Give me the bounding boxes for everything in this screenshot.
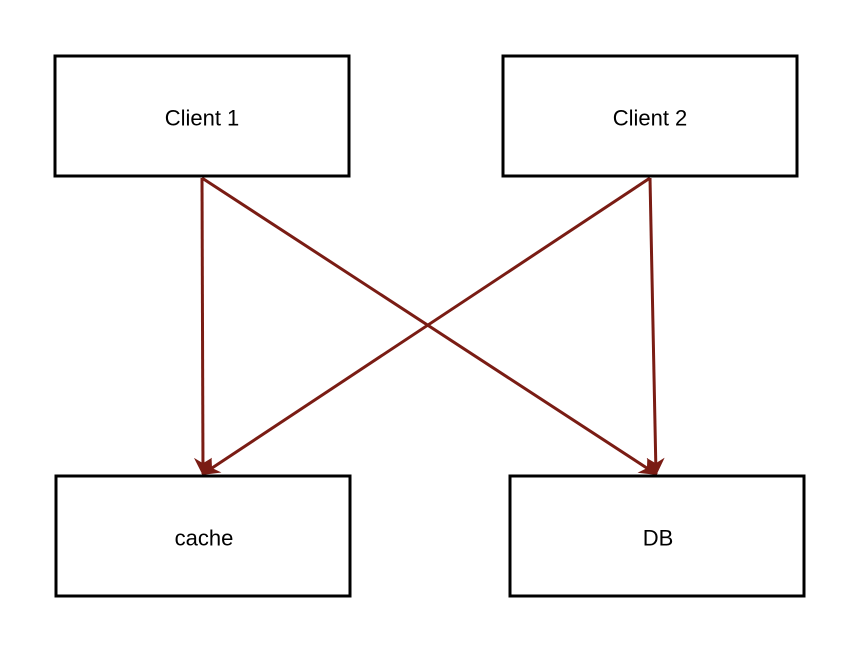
node-db-box bbox=[508, 474, 806, 598]
node-cache[interactable]: cache bbox=[54, 474, 352, 598]
node-client-1[interactable]: Client 1 bbox=[53, 54, 351, 178]
node-client-1-box bbox=[53, 54, 351, 178]
node-cache-label: cache bbox=[175, 526, 234, 551]
edge-client2-to-db bbox=[646, 177, 665, 476]
node-client-1-label: Client 1 bbox=[165, 106, 240, 131]
node-client-2-label: Client 2 bbox=[613, 106, 688, 131]
node-client-2-box bbox=[501, 54, 799, 178]
node-db[interactable]: DB bbox=[508, 474, 806, 598]
node-cache-box bbox=[54, 474, 352, 598]
edges-layer bbox=[193, 176, 665, 476]
node-db-label: DB bbox=[643, 526, 674, 551]
node-client-2[interactable]: Client 2 bbox=[501, 54, 799, 178]
edge-client1-to-cache bbox=[193, 177, 212, 476]
edge-client2-to-cache bbox=[201, 176, 651, 476]
